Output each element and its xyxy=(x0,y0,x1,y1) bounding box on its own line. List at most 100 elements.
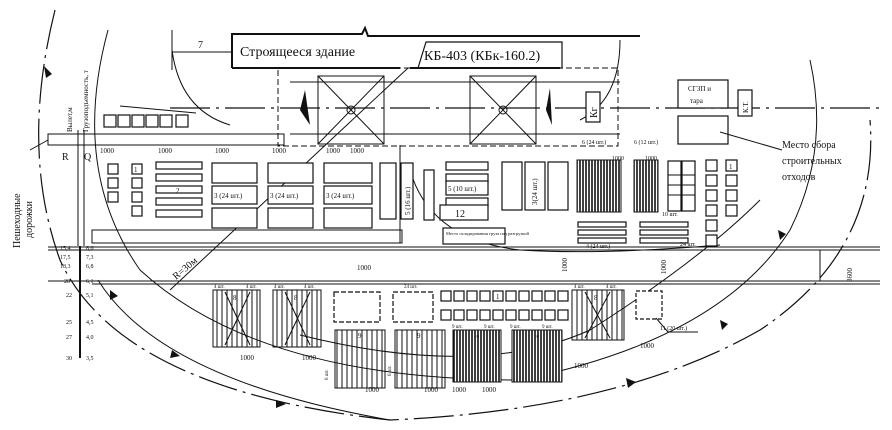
svg-text:6,8: 6,8 xyxy=(86,264,94,270)
svg-text:1: 1 xyxy=(729,163,733,171)
svg-text:4 шт.: 4 шт. xyxy=(574,285,585,290)
svg-text:4 шт.: 4 шт. xyxy=(214,285,225,290)
svg-text:1000: 1000 xyxy=(660,260,668,275)
svg-text:8,0: 8,0 xyxy=(86,246,94,252)
zone-marker-icon xyxy=(110,290,118,300)
svg-text:8: 8 xyxy=(233,294,237,302)
svg-text:Вылет,м: Вылет,м xyxy=(66,107,74,132)
svg-text:25: 25 xyxy=(66,320,72,326)
svg-text:10 шт.: 10 шт. xyxy=(662,212,678,218)
svg-text:4,0: 4,0 xyxy=(86,335,94,341)
svg-text:3(24 шт.): 3(24 шт.) xyxy=(531,178,539,205)
crane-rail-track: 3600 1000 1000 xyxy=(48,246,880,285)
svg-text:3 (24 шт.): 3 (24 шт.) xyxy=(326,192,355,200)
svg-text:9: 9 xyxy=(358,332,362,340)
svg-text:11 (20 шт.): 11 (20 шт.) xyxy=(660,325,687,332)
svg-text:10: 10 xyxy=(474,335,480,340)
svg-text:8: 8 xyxy=(294,294,298,302)
svg-text:1000: 1000 xyxy=(365,386,380,394)
svg-text:тара: тара xyxy=(690,97,704,105)
svg-text:24 шт.: 24 шт. xyxy=(680,242,696,248)
svg-text:1000: 1000 xyxy=(302,354,317,362)
storage-note: Место складирования груза под разгрузкой xyxy=(446,231,529,236)
crane-position-1 xyxy=(300,75,385,145)
svg-text:Грузоподъемность, т: Грузоподъемность, т xyxy=(82,70,90,132)
svg-text:5 (16 шт.): 5 (16 шт.) xyxy=(404,186,412,215)
svg-text:5 (10 шт.): 5 (10 шт.) xyxy=(448,185,477,193)
crane-position-2 xyxy=(469,75,552,145)
building-title: Строящееся здание xyxy=(240,45,355,60)
svg-text:1000: 1000 xyxy=(612,156,624,162)
lower-storage: 8 4 шт. 4 шт. 8 4 шт. 4 шт. 1000 1000 10… xyxy=(212,264,698,394)
svg-text:18,3: 18,3 xyxy=(60,264,71,270)
stack-12: 12 xyxy=(455,209,465,220)
svg-text:R: R xyxy=(62,152,69,163)
svg-text:9 шт.: 9 шт. xyxy=(484,325,495,330)
svg-text:СГЗП и: СГЗП и xyxy=(688,85,711,93)
svg-text:К.Т.: К.Т. xyxy=(742,101,750,113)
svg-text:6 шт.: 6 шт. xyxy=(388,365,393,376)
svg-text:Кг: Кг xyxy=(589,107,600,118)
svg-text:4,5: 4,5 xyxy=(86,320,94,326)
svg-text:9 шт.: 9 шт. xyxy=(510,325,521,330)
svg-text:4 шт.: 4 шт. xyxy=(274,285,285,290)
svg-text:1000: 1000 xyxy=(645,156,657,162)
svg-text:9: 9 xyxy=(417,332,421,340)
svg-text:1000: 1000 xyxy=(561,258,569,273)
svg-text:30: 30 xyxy=(66,356,72,362)
svg-text:7,3: 7,3 xyxy=(86,255,94,261)
svg-text:6,1: 6,1 xyxy=(86,279,94,285)
svg-text:10: 10 xyxy=(534,335,540,340)
svg-text:1000: 1000 xyxy=(482,386,497,394)
svg-text:17,5: 17,5 xyxy=(60,255,71,261)
pedestrian-label: Пешеходные xyxy=(12,193,23,248)
zone-marker-icon xyxy=(44,66,52,78)
pedestrian-pointer xyxy=(29,139,49,151)
svg-text:6 (12 шт.): 6 (12 шт.) xyxy=(634,139,658,146)
svg-text:1000: 1000 xyxy=(640,342,655,350)
radius-label: R=30м xyxy=(171,255,201,282)
svg-text:3,5: 3,5 xyxy=(86,356,94,362)
svg-text:Q: Q xyxy=(84,152,92,163)
dimension-label: 7 xyxy=(198,40,203,51)
building-under-construction: 7 Строящееся здание xyxy=(170,25,880,147)
upper-storage: 1000 1000 1000 1000 1000 1000 1 2 3 (24 … xyxy=(100,139,738,250)
svg-text:6 шт.: 6 шт. xyxy=(325,369,330,380)
svg-text:4 шт.: 4 шт. xyxy=(606,285,617,290)
svg-text:6 (24 шт.): 6 (24 шт.) xyxy=(582,139,606,146)
svg-text:1000: 1000 xyxy=(326,147,341,155)
kg-box xyxy=(585,91,601,123)
svg-text:1000: 1000 xyxy=(574,362,589,370)
svg-text:1000: 1000 xyxy=(350,147,365,155)
zone-marker-icon xyxy=(276,400,286,408)
svg-text:15,4: 15,4 xyxy=(60,246,71,252)
svg-text:9 шт.: 9 шт. xyxy=(452,325,463,330)
waste-collection-area xyxy=(677,115,729,145)
kt-box xyxy=(737,89,753,117)
svg-text:1: 1 xyxy=(496,293,500,301)
svg-text:дорожки: дорожки xyxy=(24,200,35,238)
svg-text:1000: 1000 xyxy=(215,147,230,155)
svg-text:4 (24 шт.): 4 (24 шт.) xyxy=(586,243,610,250)
svg-text:1000: 1000 xyxy=(272,147,287,155)
svg-text:1000: 1000 xyxy=(452,386,467,394)
svg-text:1000: 1000 xyxy=(240,354,255,362)
svg-text:отходов: отходов xyxy=(782,172,816,183)
sgzp-box xyxy=(677,79,729,109)
svg-text:20: 20 xyxy=(64,279,70,285)
svg-text:строительных: строительных xyxy=(782,156,842,167)
svg-text:1000: 1000 xyxy=(424,386,439,394)
zone-marker-icon xyxy=(170,350,180,358)
svg-text:3 (24 шт.): 3 (24 шт.) xyxy=(270,192,299,200)
waste-label: Место сбора xyxy=(782,140,836,151)
zone-marker-icon xyxy=(720,320,728,330)
svg-text:24 шт.: 24 шт. xyxy=(404,285,417,290)
svg-text:1: 1 xyxy=(134,166,138,174)
svg-text:27: 27 xyxy=(66,335,72,341)
svg-text:1000: 1000 xyxy=(100,147,115,155)
svg-text:1000: 1000 xyxy=(158,147,173,155)
svg-text:4 шт.: 4 шт. xyxy=(246,285,257,290)
svg-text:9 шт.: 9 шт. xyxy=(542,325,553,330)
